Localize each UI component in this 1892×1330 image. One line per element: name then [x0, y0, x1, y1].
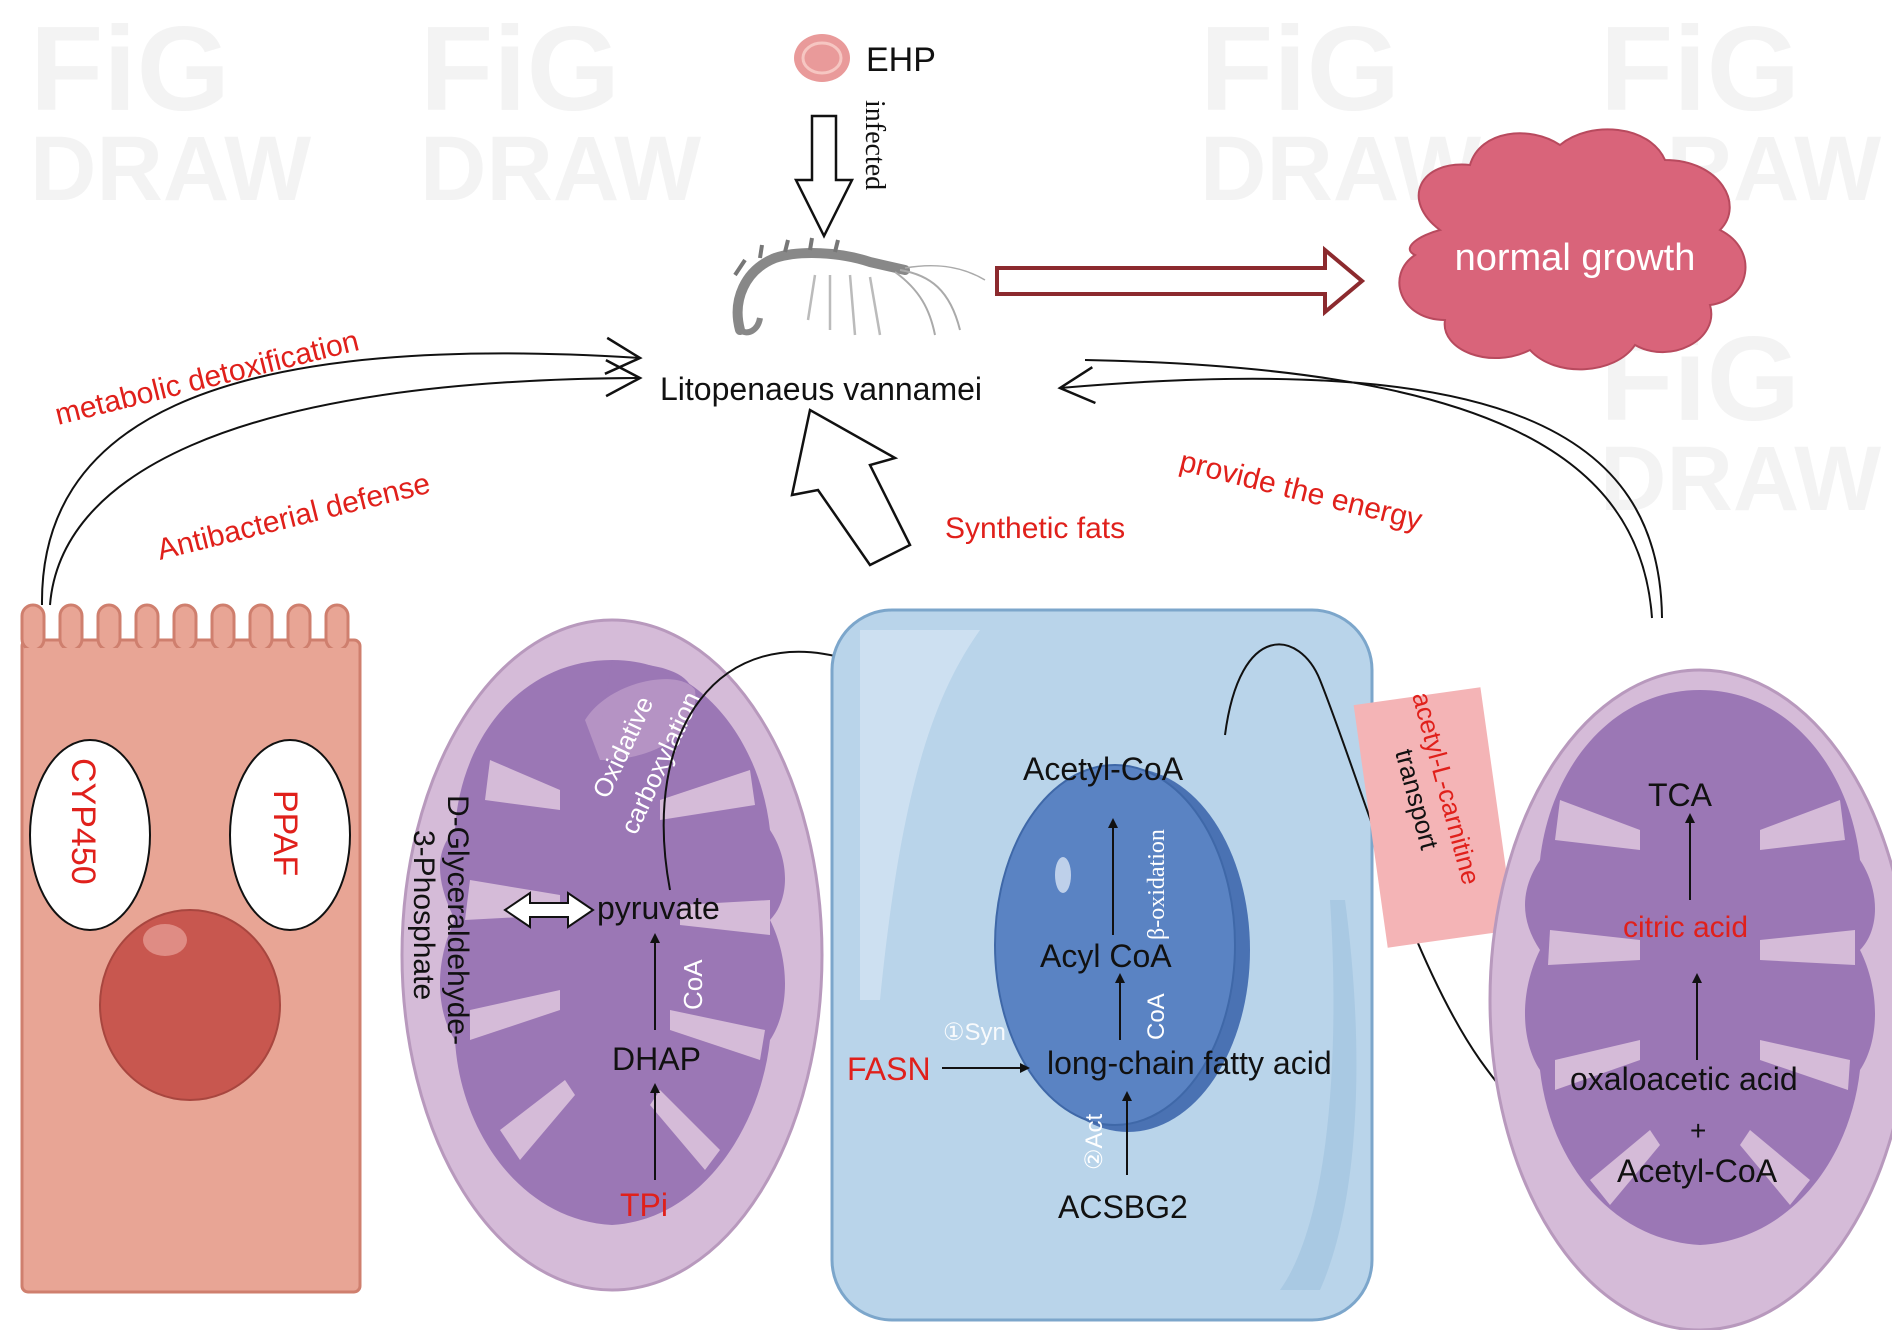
svg-text:DRAW: DRAW [30, 118, 311, 220]
epithelial-cell [20, 603, 362, 1294]
detox-label: metabolic detoxification [52, 324, 363, 431]
normal-growth-cloud [1398, 128, 1747, 371]
glycolysis-mitochondrion [400, 618, 824, 1292]
detox-curve [40, 336, 643, 606]
acetylcoa-lipid-label: Acetyl-CoA [1023, 751, 1184, 787]
tca-mitochondrion [1488, 668, 1892, 1330]
enzyme1-label: CYP450 [64, 758, 102, 885]
svg-text:DRAW: DRAW [1600, 428, 1881, 530]
shrimp-icon [732, 237, 986, 336]
act-step-label: ②Act [1081, 1113, 1108, 1170]
energy-curve [1057, 366, 1663, 619]
infected-label: infected [859, 100, 890, 190]
synthetic-fats-label: Synthetic fats [945, 512, 1125, 545]
growth-arrow [995, 245, 1366, 317]
tpi-label: TPi [620, 1187, 668, 1223]
pyruvate-label: pyruvate [597, 890, 720, 926]
lipid-droplet [994, 764, 1250, 1132]
acsbg2-label: ACSBG2 [1058, 1189, 1188, 1225]
infection-arrow [793, 114, 855, 239]
lcfa-label: long-chain fatty acid [1047, 1045, 1332, 1081]
g3p-pyruvate-double-arrow [503, 891, 595, 929]
synthetic-fats-arrow [790, 408, 912, 567]
fasn-label: FASN [847, 1051, 931, 1087]
svg-text:FiG: FiG [30, 2, 230, 136]
antibacterial-label: Antibacterial defense [154, 467, 434, 567]
energy-curve-upper [1084, 359, 1653, 619]
antibacterial-curve [49, 359, 643, 606]
svg-text:FiG: FiG [1200, 2, 1400, 136]
svg-text:FiG: FiG [420, 2, 620, 136]
ehp-parasite-icon [794, 34, 850, 82]
energy-label: provide the energy [1176, 445, 1425, 537]
enzyme2-label: PPAF [266, 790, 304, 876]
dhap-label: DHAP [612, 1041, 701, 1077]
transport-box [1353, 687, 1515, 948]
g3p-label-line1: D-Glyceraldehyde- [441, 795, 474, 1045]
host-label: Litopenaeus vannamei [660, 371, 982, 407]
beta-oxidation-label: β-oxidation [1144, 829, 1170, 940]
coa-label-glycolysis: CoA [678, 959, 708, 1010]
coa-label-lipid: CoA [1143, 993, 1170, 1040]
svg-text:DRAW: DRAW [420, 118, 701, 220]
watermark: FiG DRAW FiG DRAW FiG DRAW FiG DRAW FiG … [30, 2, 1881, 530]
oxaloacetic-acid-label: oxaloacetic acid [1570, 1061, 1798, 1097]
svg-text:FiG: FiG [1600, 2, 1800, 136]
acylcoa-label: Acyl CoA [1040, 938, 1172, 974]
acetylcoa-tca-label: Acetyl-CoA [1617, 1153, 1778, 1189]
outcome-label: normal growth [1455, 237, 1696, 279]
cyp450-vesicle [29, 739, 151, 931]
syn-step-label: ①Syn [943, 1019, 1006, 1046]
pathogen-label: EHP [866, 41, 936, 79]
citric-acid-label: citric acid [1623, 911, 1748, 944]
g3p-label-line2: 3-Phosphate [407, 830, 440, 1000]
ppaf-vesicle [229, 739, 351, 931]
tca-label: TCA [1648, 777, 1713, 813]
plus-label: + [1690, 1115, 1706, 1146]
